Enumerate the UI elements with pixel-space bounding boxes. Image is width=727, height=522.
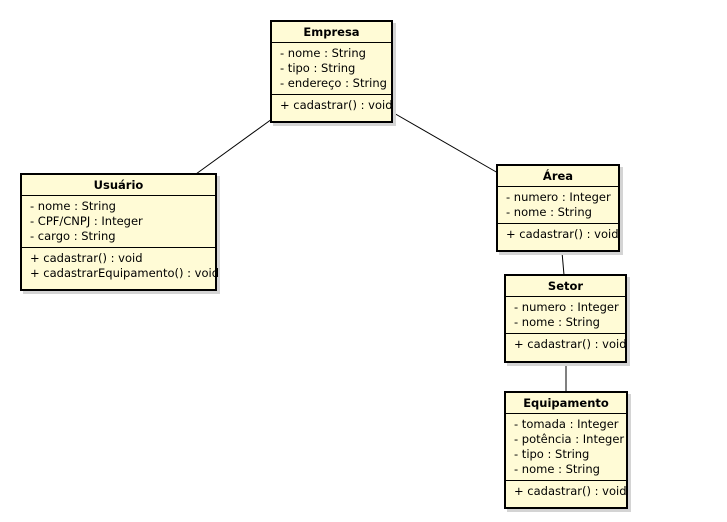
association-empresa-area (391, 111, 499, 174)
operation: + cadastrar() : void (514, 484, 627, 498)
operations-area: + cadastrar() : void (498, 224, 619, 245)
attributes-setor: - numero : Integer - nome : String (506, 297, 625, 334)
attributes-empresa: - nome : String - tipo : String - endere… (272, 43, 391, 95)
attribute: - nome : String (30, 199, 116, 213)
attributes-usuario: - nome : String - CPF/CNPJ : Integer - c… (22, 196, 215, 248)
class-name-usuario: Usuário (22, 175, 215, 196)
association-empresa-usuario (195, 118, 273, 175)
class-empresa[interactable]: Empresa - nome : String - tipo : String … (270, 20, 393, 123)
operations-setor: + cadastrar() : void (506, 334, 627, 355)
attribute: - numero : Integer (506, 190, 611, 204)
attribute: - potência : Integer (514, 432, 625, 446)
operations-usuario: + cadastrar() : void + cadastrarEquipame… (22, 248, 220, 284)
operation: + cadastrar() : void (506, 227, 619, 241)
association-area-setor (561, 251, 565, 276)
attribute: - nome : String (514, 462, 600, 476)
attribute: - tipo : String (514, 447, 590, 461)
operations-equipamento: + cadastrar() : void (506, 481, 627, 502)
attribute: - numero : Integer (514, 300, 619, 314)
attributes-equipamento: - tomada : Integer - potência : Integer … (506, 414, 626, 481)
attribute: - nome : String (506, 205, 592, 219)
operations-empresa: + cadastrar() : void (272, 95, 393, 116)
operation: + cadastrar() : void (514, 337, 627, 351)
attribute: - tipo : String (280, 61, 356, 75)
attribute: - endereço : String (280, 76, 387, 90)
attribute: - CPF/CNPJ : Integer (30, 214, 143, 228)
attribute: - tomada : Integer (514, 417, 619, 431)
class-name-equipamento: Equipamento (506, 393, 626, 414)
operation: + cadastrarEquipamento() : void (30, 266, 220, 280)
operation: + cadastrar() : void (280, 98, 393, 112)
attribute: - nome : String (280, 46, 366, 60)
class-usuario[interactable]: Usuário - nome : String - CPF/CNPJ : Int… (20, 173, 220, 291)
attribute: - cargo : String (30, 229, 116, 243)
class-name-empresa: Empresa (272, 22, 391, 43)
attributes-area: - numero : Integer - nome : String (498, 187, 618, 224)
class-name-area: Área (498, 166, 618, 187)
operation: + cadastrar() : void (30, 251, 143, 265)
class-area[interactable]: Área - numero : Integer - nome : String … (496, 164, 620, 252)
attribute: - nome : String (514, 315, 600, 329)
class-setor[interactable]: Setor - numero : Integer - nome : String… (504, 274, 627, 363)
class-name-setor: Setor (506, 276, 625, 297)
class-equipamento[interactable]: Equipamento - tomada : Integer - potênci… (504, 391, 628, 509)
